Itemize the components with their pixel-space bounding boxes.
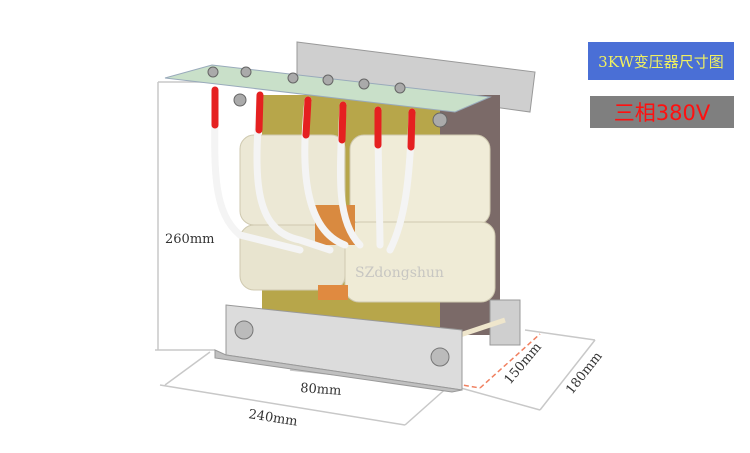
base-bolt xyxy=(430,347,450,367)
height-label: 260mm xyxy=(165,232,214,247)
inner-depth-label: 150mm xyxy=(502,340,545,388)
hole-spacing-label: 80mm xyxy=(300,381,342,399)
dimension-lines xyxy=(155,81,596,426)
threaded-rod xyxy=(459,317,506,338)
top-bracket xyxy=(296,41,536,113)
terminal-screws xyxy=(207,66,448,128)
watermark: SZdongshun xyxy=(355,265,444,281)
width-label: 240mm xyxy=(247,407,298,430)
title-label: 3KW变压器尺寸图 xyxy=(588,42,734,80)
base-bolt xyxy=(234,320,254,340)
base-flange xyxy=(214,349,463,393)
wires xyxy=(211,86,416,254)
phase-voltage-label: 三相380V xyxy=(590,96,734,128)
